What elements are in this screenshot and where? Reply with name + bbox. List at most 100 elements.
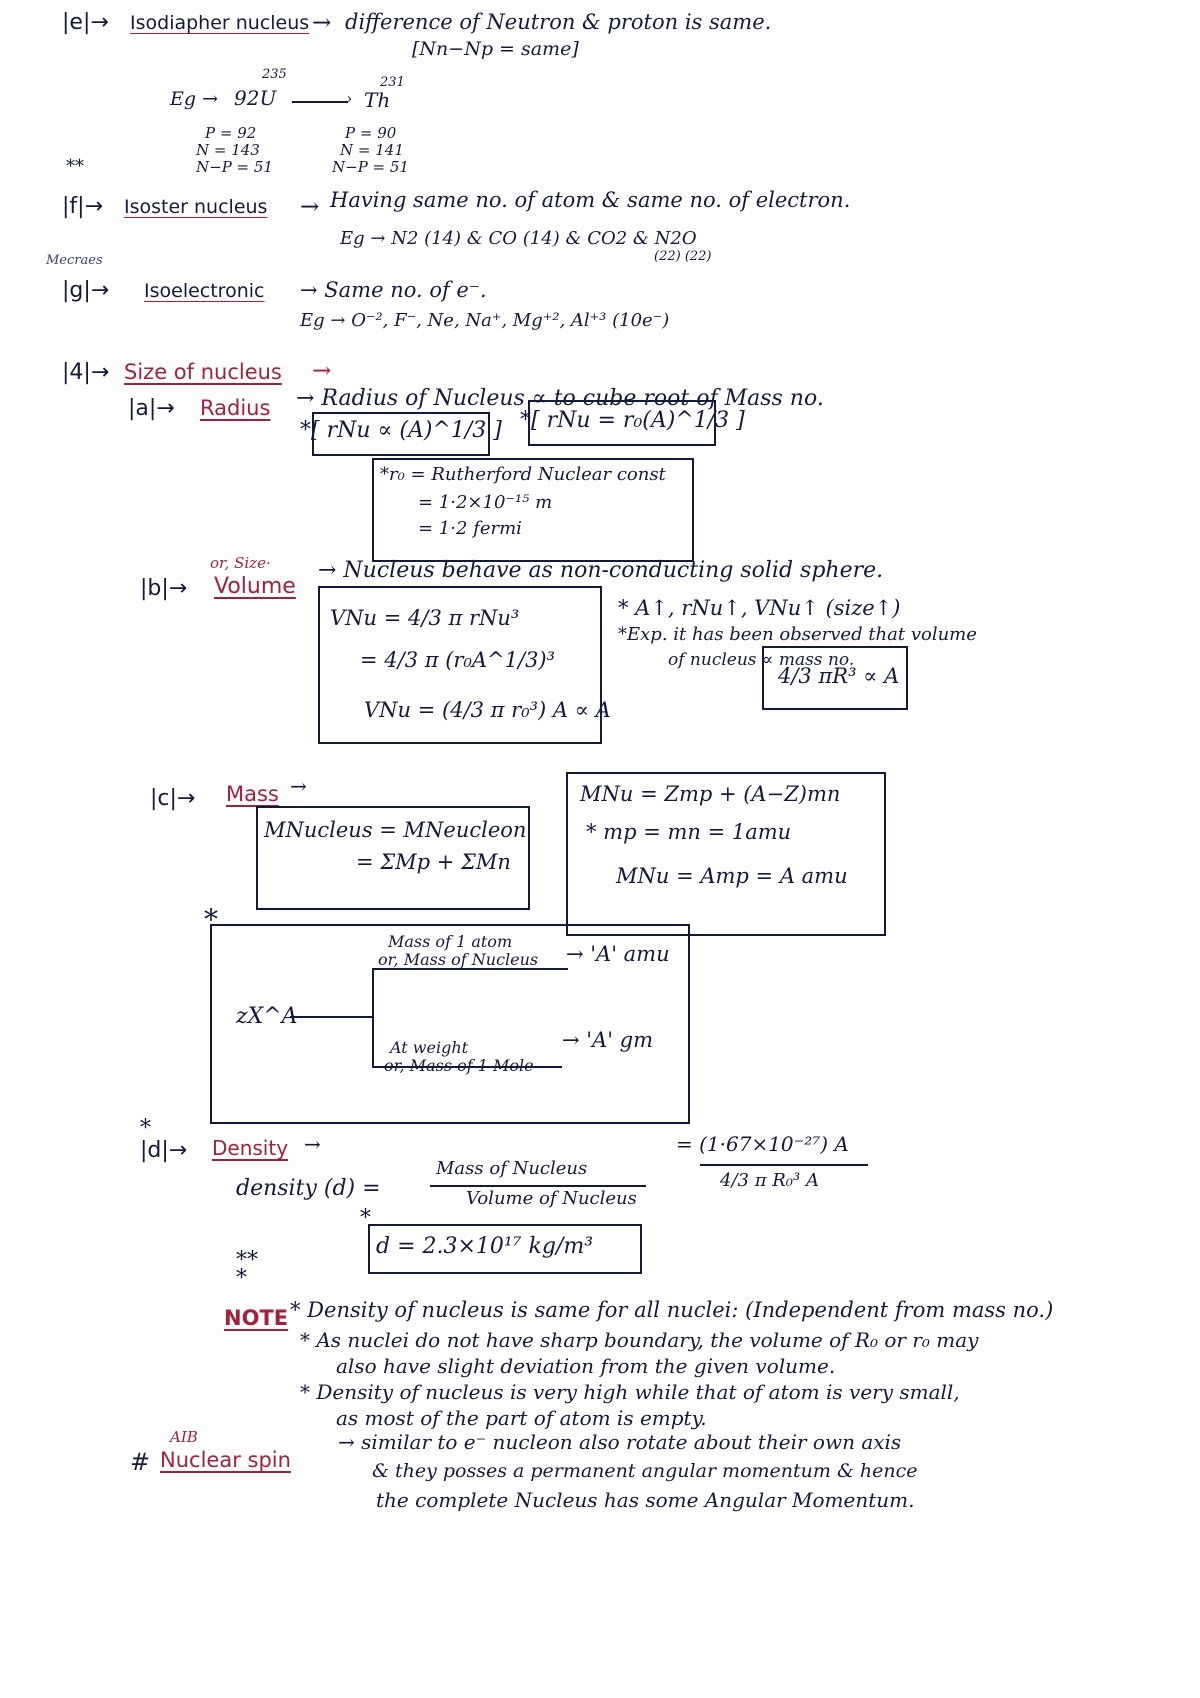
- radius-desc: → Radius of Nucleus ∝ to cube root of Ma…: [296, 386, 824, 411]
- volume-side-line-2: *Exp. it has been observed that volume: [618, 624, 977, 645]
- thorium-symbol: Th: [364, 88, 391, 112]
- radius-formula-box-1: [312, 412, 490, 456]
- isoelectronic-desc: → Same no. of e⁻.: [300, 278, 487, 302]
- note-stars: ** *: [236, 1248, 258, 1291]
- thorium-n: N = 141: [340, 141, 404, 159]
- mass-box-2-line-2: * mp = mn = 1amu: [586, 820, 792, 844]
- isodiapher-desc: difference of Neutron & proton is same.: [345, 10, 772, 34]
- density-title: Density: [212, 1136, 289, 1160]
- isodiapher-eg: Eg →: [170, 88, 218, 110]
- density-lhs: density (d) =: [236, 1176, 381, 1201]
- volume-desc: → Nucleus behave as non-conducting solid…: [318, 558, 884, 583]
- note-line-4: * Density of nucleus is very high while …: [300, 1380, 960, 1404]
- mass-branch-vertical: [372, 968, 374, 1068]
- density-rhs-denominator: 4/3 π R₀³ A: [720, 1170, 819, 1191]
- branch-1-value: → 'A' amu: [566, 942, 670, 966]
- volume-title: Volume: [214, 574, 296, 599]
- mass-box-2-line-1: MNu = Zmp + (A−Z)mn: [580, 782, 841, 806]
- rutherford-const-line-3: = 1·2 fermi: [418, 518, 522, 539]
- section-4-label: |4|→: [62, 360, 110, 385]
- rutherford-const-box: [372, 458, 694, 562]
- mass-branch-top: [372, 968, 568, 970]
- branch-2-label-a: At weight: [390, 1038, 469, 1057]
- uranium-n-minus-p: N−P = 51: [196, 158, 273, 176]
- mass-box-2: [566, 772, 886, 936]
- isoster-desc: Having same no. of atom & same no. of el…: [330, 188, 851, 212]
- decay-arrow-head: ›: [346, 89, 353, 108]
- isodiapher-formula: [Nn−Np = same]: [412, 38, 579, 60]
- mass-symbol: zX^A: [236, 1004, 298, 1029]
- note-line-5: as most of the part of atom is empty.: [336, 1406, 707, 1430]
- mass-box-1: [256, 806, 530, 910]
- radius-formula-2: *[ rNu = r₀(A)^1/3 ]: [520, 408, 745, 433]
- density-arrow: →: [304, 1132, 321, 1156]
- note-line-3: also have slight deviation from the give…: [336, 1354, 836, 1378]
- size-title: Size of nucleus: [124, 360, 282, 384]
- volume-side-line-3: of nucleus ∝ mass no.: [668, 650, 855, 670]
- size-arrow: →: [312, 358, 332, 384]
- radius-formula-box-2: [528, 400, 716, 446]
- note-label: NOTE: [224, 1306, 289, 1330]
- note-line-1: * Density of nucleus is same for all nuc…: [290, 1298, 1054, 1322]
- spin-title: Nuclear spin: [160, 1448, 291, 1472]
- uranium-symbol: 92U: [234, 86, 277, 110]
- volume-side-formula: 4/3 πR³ ∝ A: [778, 664, 900, 688]
- uranium-n: N = 143: [196, 141, 260, 159]
- density-star: *: [140, 1116, 151, 1141]
- rutherford-const-line-1: *r₀ = Rutherford Nuclear const: [380, 464, 666, 485]
- spin-line-1: → similar to e⁻ nucleon also rotate abou…: [338, 1430, 902, 1454]
- mass-box-1-line-1: MNucleus = MNeucleon: [264, 818, 527, 842]
- volume-side-line-1: * A↑, rNu↑, VNu↑ (size↑): [618, 596, 901, 620]
- volume-box-line-3: VNu = (4/3 π r₀³) A ∝ A: [364, 698, 611, 722]
- branch-1-label-a: Mass of 1 atom: [388, 932, 513, 951]
- branch-1-label-b: or, Mass of Nucleus: [378, 950, 539, 969]
- section-e-label: |e|→: [62, 10, 109, 35]
- mass-label: |c|→: [150, 786, 196, 811]
- isoster-eg: Eg → N2 (14) & CO (14) & CO2 & N2O: [340, 228, 697, 249]
- mass-arrow: →: [290, 774, 307, 798]
- mass-box-2-line-3: MNu = Amp = A amu: [616, 864, 848, 888]
- volume-side-formula-box: [762, 646, 908, 710]
- radius-label: |a|→: [128, 396, 175, 421]
- isoster-eg-nums: (22) (22): [654, 249, 712, 264]
- branch-2-value: → 'A' gm: [562, 1028, 654, 1052]
- mass-star: *: [204, 903, 218, 936]
- density-denominator: Volume of Nucleus: [466, 1188, 637, 1209]
- decay-arrow-line: [292, 101, 348, 103]
- margin-note: Mecraes: [46, 253, 103, 268]
- thorium-mass: 231: [380, 75, 405, 90]
- density-rhs-numerator: = (1·67×10⁻²⁷) A: [676, 1132, 849, 1156]
- isoster-stars: **: [66, 156, 84, 177]
- thorium-p: P = 90: [345, 124, 397, 142]
- volume-label: |b|→: [140, 576, 188, 601]
- volume-formula-box: [318, 586, 602, 744]
- volume-or-size: or, Size·: [210, 554, 271, 572]
- rutherford-const-line-2: = 1·2×10⁻¹⁵ m: [418, 492, 553, 513]
- isoelectronic-title: Isoelectronic: [144, 280, 265, 302]
- uranium-mass: 235: [262, 67, 287, 82]
- uranium-p: P = 92: [205, 124, 257, 142]
- mass-branch-stem: [290, 1016, 374, 1018]
- mass-diagram-box: [210, 924, 690, 1124]
- isoelectronic-eg: Eg → O⁻², F⁻, Ne, Na⁺, Mg⁺², Al⁺³ (10e⁻): [300, 310, 670, 331]
- note-line-2: * As nuclei do not have sharp boundary, …: [300, 1328, 979, 1352]
- mass-title: Mass: [226, 782, 279, 806]
- isodiapher-title: Isodiapher nucleus: [130, 12, 310, 34]
- spin-hash: #: [130, 1448, 151, 1476]
- density-numerator: Mass of Nucleus: [436, 1158, 588, 1179]
- density-result-star: *: [360, 1206, 371, 1231]
- density-fraction-bar: [430, 1185, 646, 1187]
- isoster-title: Isoster nucleus: [124, 196, 268, 218]
- density-rhs-bar: [700, 1164, 868, 1166]
- density-label: |d|→: [140, 1138, 188, 1163]
- isoster-arrow: →: [300, 194, 320, 220]
- spin-line-2: & they posses a permanent angular moment…: [372, 1460, 918, 1482]
- spin-line-3: the complete Nucleus has some Angular Mo…: [376, 1488, 915, 1512]
- section-f-label: |f|→: [62, 194, 104, 219]
- mass-branch-bottom: [372, 1066, 562, 1068]
- volume-box-line-2: = 4/3 π (r₀A^1/3)³: [360, 648, 556, 672]
- thorium-n-minus-p: N−P = 51: [332, 158, 409, 176]
- mass-box-1-line-2: = ΣMp + ΣMn: [356, 850, 511, 874]
- isodiapher-arrow: →: [312, 10, 332, 36]
- density-result: d = 2.3×10¹⁷ kg/m³: [376, 1234, 594, 1259]
